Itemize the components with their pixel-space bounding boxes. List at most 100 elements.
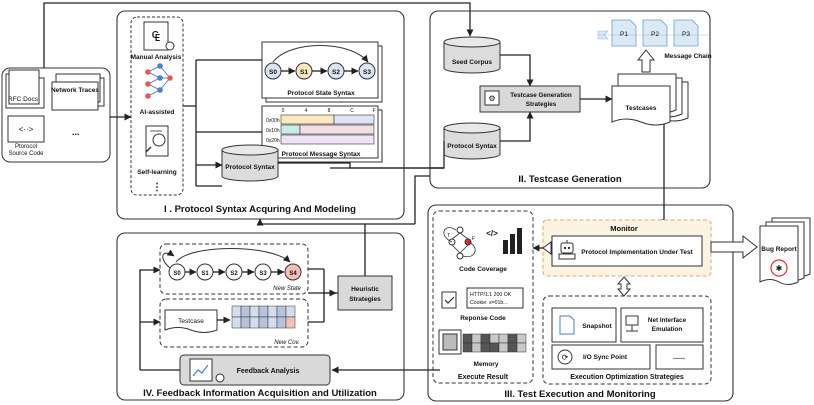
snapshot-label: Snapshot (582, 323, 612, 330)
self-learning-label: Self-learning (137, 169, 176, 176)
hex-col-8: 8 (328, 108, 331, 114)
seed-corpus-label: Seed Corpus (452, 59, 492, 66)
net-emulation-item: Net Interface Emulation (620, 307, 704, 343)
net-interface-label-2: Emulation (652, 326, 683, 333)
state-s0: S0 (269, 69, 277, 76)
svg-text:F: F (472, 236, 475, 242)
snapshot-item: Snapshot (551, 307, 617, 343)
seed-corpus-db: Seed Corpus (443, 36, 501, 74)
coverage-cell (240, 305, 251, 318)
memory-cell (489, 333, 500, 344)
protocol-message-syntax: 0 4 8 C F 0x00h 0x10h 0x20h Protocol Mes… (261, 105, 383, 163)
panel4-title: IV. Feedback Information Acquisition and… (143, 388, 377, 399)
inputs-ellipsis: ... (72, 127, 80, 137)
heuristic-label-2: Strategies (349, 296, 381, 303)
protocol-syntax-db-2-label: Protocol Syntax (447, 143, 497, 150)
coverage-cell (276, 305, 287, 318)
testcases-stack: Testcases (611, 73, 689, 126)
bug-icon (770, 259, 788, 277)
coverage-cell (240, 316, 251, 329)
heuristic-box (337, 275, 393, 311)
generation-strategies: ⚙ Testcase Generation Strategies (479, 85, 581, 113)
panel3-title: III. Test Execution and Monitoring (504, 389, 655, 400)
memory-cell (489, 342, 500, 353)
protocol-syntax-db-2: Protocol Syntax (443, 122, 501, 160)
memory-cell (498, 333, 509, 344)
put-box (551, 235, 703, 267)
more-strategies-label: ...... (673, 354, 685, 361)
protocol-state-syntax: S0 S1 S2 S3 Protocol State Syntax (261, 41, 383, 103)
coverage-cell (285, 305, 296, 318)
monitor-label: Monitor (610, 224, 638, 233)
strategy-gear-icon (484, 90, 500, 106)
input-documents: RFC Docs Network Traces <··> Ptorocol So… (1, 67, 111, 163)
coverage-bitmap (231, 305, 296, 329)
up-arrow-icon (636, 49, 656, 73)
hex-row-20: 0x20h (266, 138, 280, 144)
feedback-analysis-label: Feedback Analysis (237, 368, 300, 375)
io-sync-item: ⟳ I/O Sync Point (551, 344, 651, 370)
source-code-label-2: Source Code (8, 151, 44, 157)
optimization-label: Execution Optimization Strategies (570, 374, 684, 381)
panel2-title: II. Testcase Generation (518, 174, 622, 185)
memory-cell (507, 333, 518, 344)
coverage-cell (267, 305, 278, 318)
network-traces-icon (51, 73, 105, 111)
packet-p3: P3 (682, 31, 690, 38)
to-bug-report-arrow (710, 234, 758, 260)
code-coverage-label: Code Coverage (459, 266, 507, 273)
fb-state-s3: S3 (259, 271, 267, 277)
panel-testcase-generation: Seed Corpus Protocol Syntax ⚙ Testcase G… (429, 10, 712, 189)
coverage-cell (231, 305, 242, 318)
memory-cell (498, 342, 509, 353)
coverage-cell (267, 316, 278, 329)
memory-cell (471, 342, 482, 353)
http-response-box (466, 287, 524, 309)
panel1-title: I . Protocol Syntax Acquring And Modelin… (164, 204, 356, 215)
packet-p2: P2 (651, 31, 659, 38)
memory-cell (462, 342, 473, 353)
manual-analysis-icon: ₠ (143, 21, 175, 51)
svg-text:⟳: ⟳ (562, 353, 569, 362)
more-strategies-item: ...... (655, 344, 704, 370)
put-label: Protocol Implementation Under Test (581, 249, 693, 256)
panel-feedback: S0 S1 S2 S3 S4 New State Testcase New Co… (116, 232, 405, 401)
response-code-label: Reponse Code (460, 315, 506, 322)
memory-cell (462, 333, 473, 344)
io-sync-label: I/O Sync Point (583, 354, 628, 361)
fb-testcase-label: Testcase (178, 318, 204, 325)
coverage-cell (249, 316, 260, 329)
protocol-syntax-db-1-label: Protocol Syntax (225, 164, 275, 171)
http-status-line: HTTP/1.1 200 OK (470, 292, 512, 298)
memory-cell (471, 333, 482, 344)
memory-cell (516, 333, 527, 344)
svg-text:✱: ✱ (776, 264, 783, 273)
self-learning-icon (145, 125, 169, 157)
coverage-cell (285, 316, 296, 329)
state-syntax-label: Protocol State Syntax (287, 90, 355, 97)
memory-cell (480, 333, 491, 344)
new-state-label: New State (273, 286, 301, 292)
coverage-cell (276, 316, 287, 329)
bug-report: Bug Report ✱ (759, 217, 811, 285)
memory-cell (480, 342, 491, 353)
coverage-cell (249, 305, 260, 318)
source-code-label-1: Ptorocol (15, 144, 37, 150)
memory-grid (462, 333, 527, 353)
network-traces-label: Network Traces (51, 87, 99, 94)
http-cookie-line: Cookie: s=01b... (470, 300, 508, 306)
panel-syntax-modeling: ₠ Manual Analysis AI-assisted Self-lear (116, 10, 405, 220)
code-glyph: <··> (19, 125, 34, 134)
memory-cell (507, 342, 518, 353)
memory-label: Memory (474, 361, 499, 368)
coverage-cell (231, 316, 242, 329)
bidirectional-arrow-icon (616, 276, 632, 297)
state-s3: S3 (363, 69, 371, 76)
coverage-cell (258, 305, 269, 318)
response-check-icon (441, 291, 457, 309)
message-syntax-label: Protocol Message Syntax (282, 151, 361, 158)
bug-report-label: Bug Report (761, 246, 797, 253)
message-chain: P1 P2 P3 Message Chain (597, 19, 712, 60)
protocol-syntax-db-1: Protocol Syntax (221, 144, 279, 182)
hex-col-4: 4 (305, 108, 308, 114)
